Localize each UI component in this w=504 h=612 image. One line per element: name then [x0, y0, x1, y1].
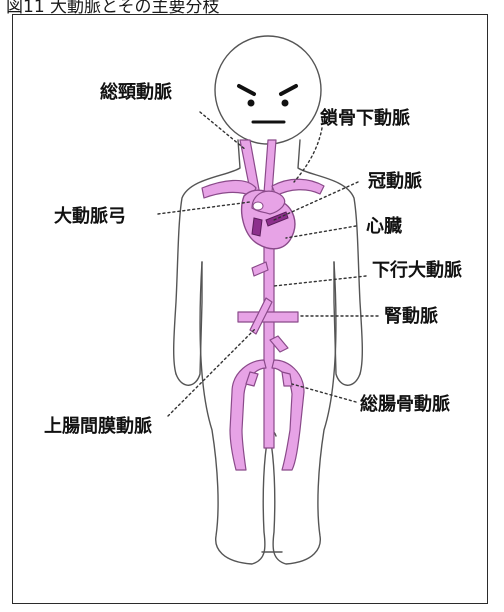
leader-descending-aorta [274, 276, 366, 286]
label-common-carotid-artery: 総頸動脈 [100, 81, 172, 103]
head [215, 36, 321, 144]
aortic-root [253, 202, 263, 210]
label-descending-aorta: 下行大動脈 [372, 259, 462, 281]
internal-iliac-artery-right [282, 372, 292, 386]
label-renal-artery: 腎動脈 [384, 305, 438, 327]
label-heart: 心臓 [366, 216, 402, 237]
label-superior-mesenteric-artery: 上腸間膜動脈 [44, 415, 152, 437]
leader-heart [286, 226, 356, 238]
label-common-iliac-artery: 総腸骨動脈 [360, 393, 450, 415]
coronary-artery-left [252, 218, 262, 236]
leader-aortic-arch [158, 202, 250, 214]
label-coronary-artery: 冠動脈 [368, 170, 422, 192]
label-subclavian-artery: 鎖骨下動脈 [320, 107, 410, 129]
leader-subclavian [294, 128, 322, 182]
left-subclavian-artery [272, 179, 324, 196]
renal-arteries [238, 312, 298, 322]
label-aortic-arch: 大動脈弓 [54, 205, 126, 227]
arteries [202, 140, 324, 470]
